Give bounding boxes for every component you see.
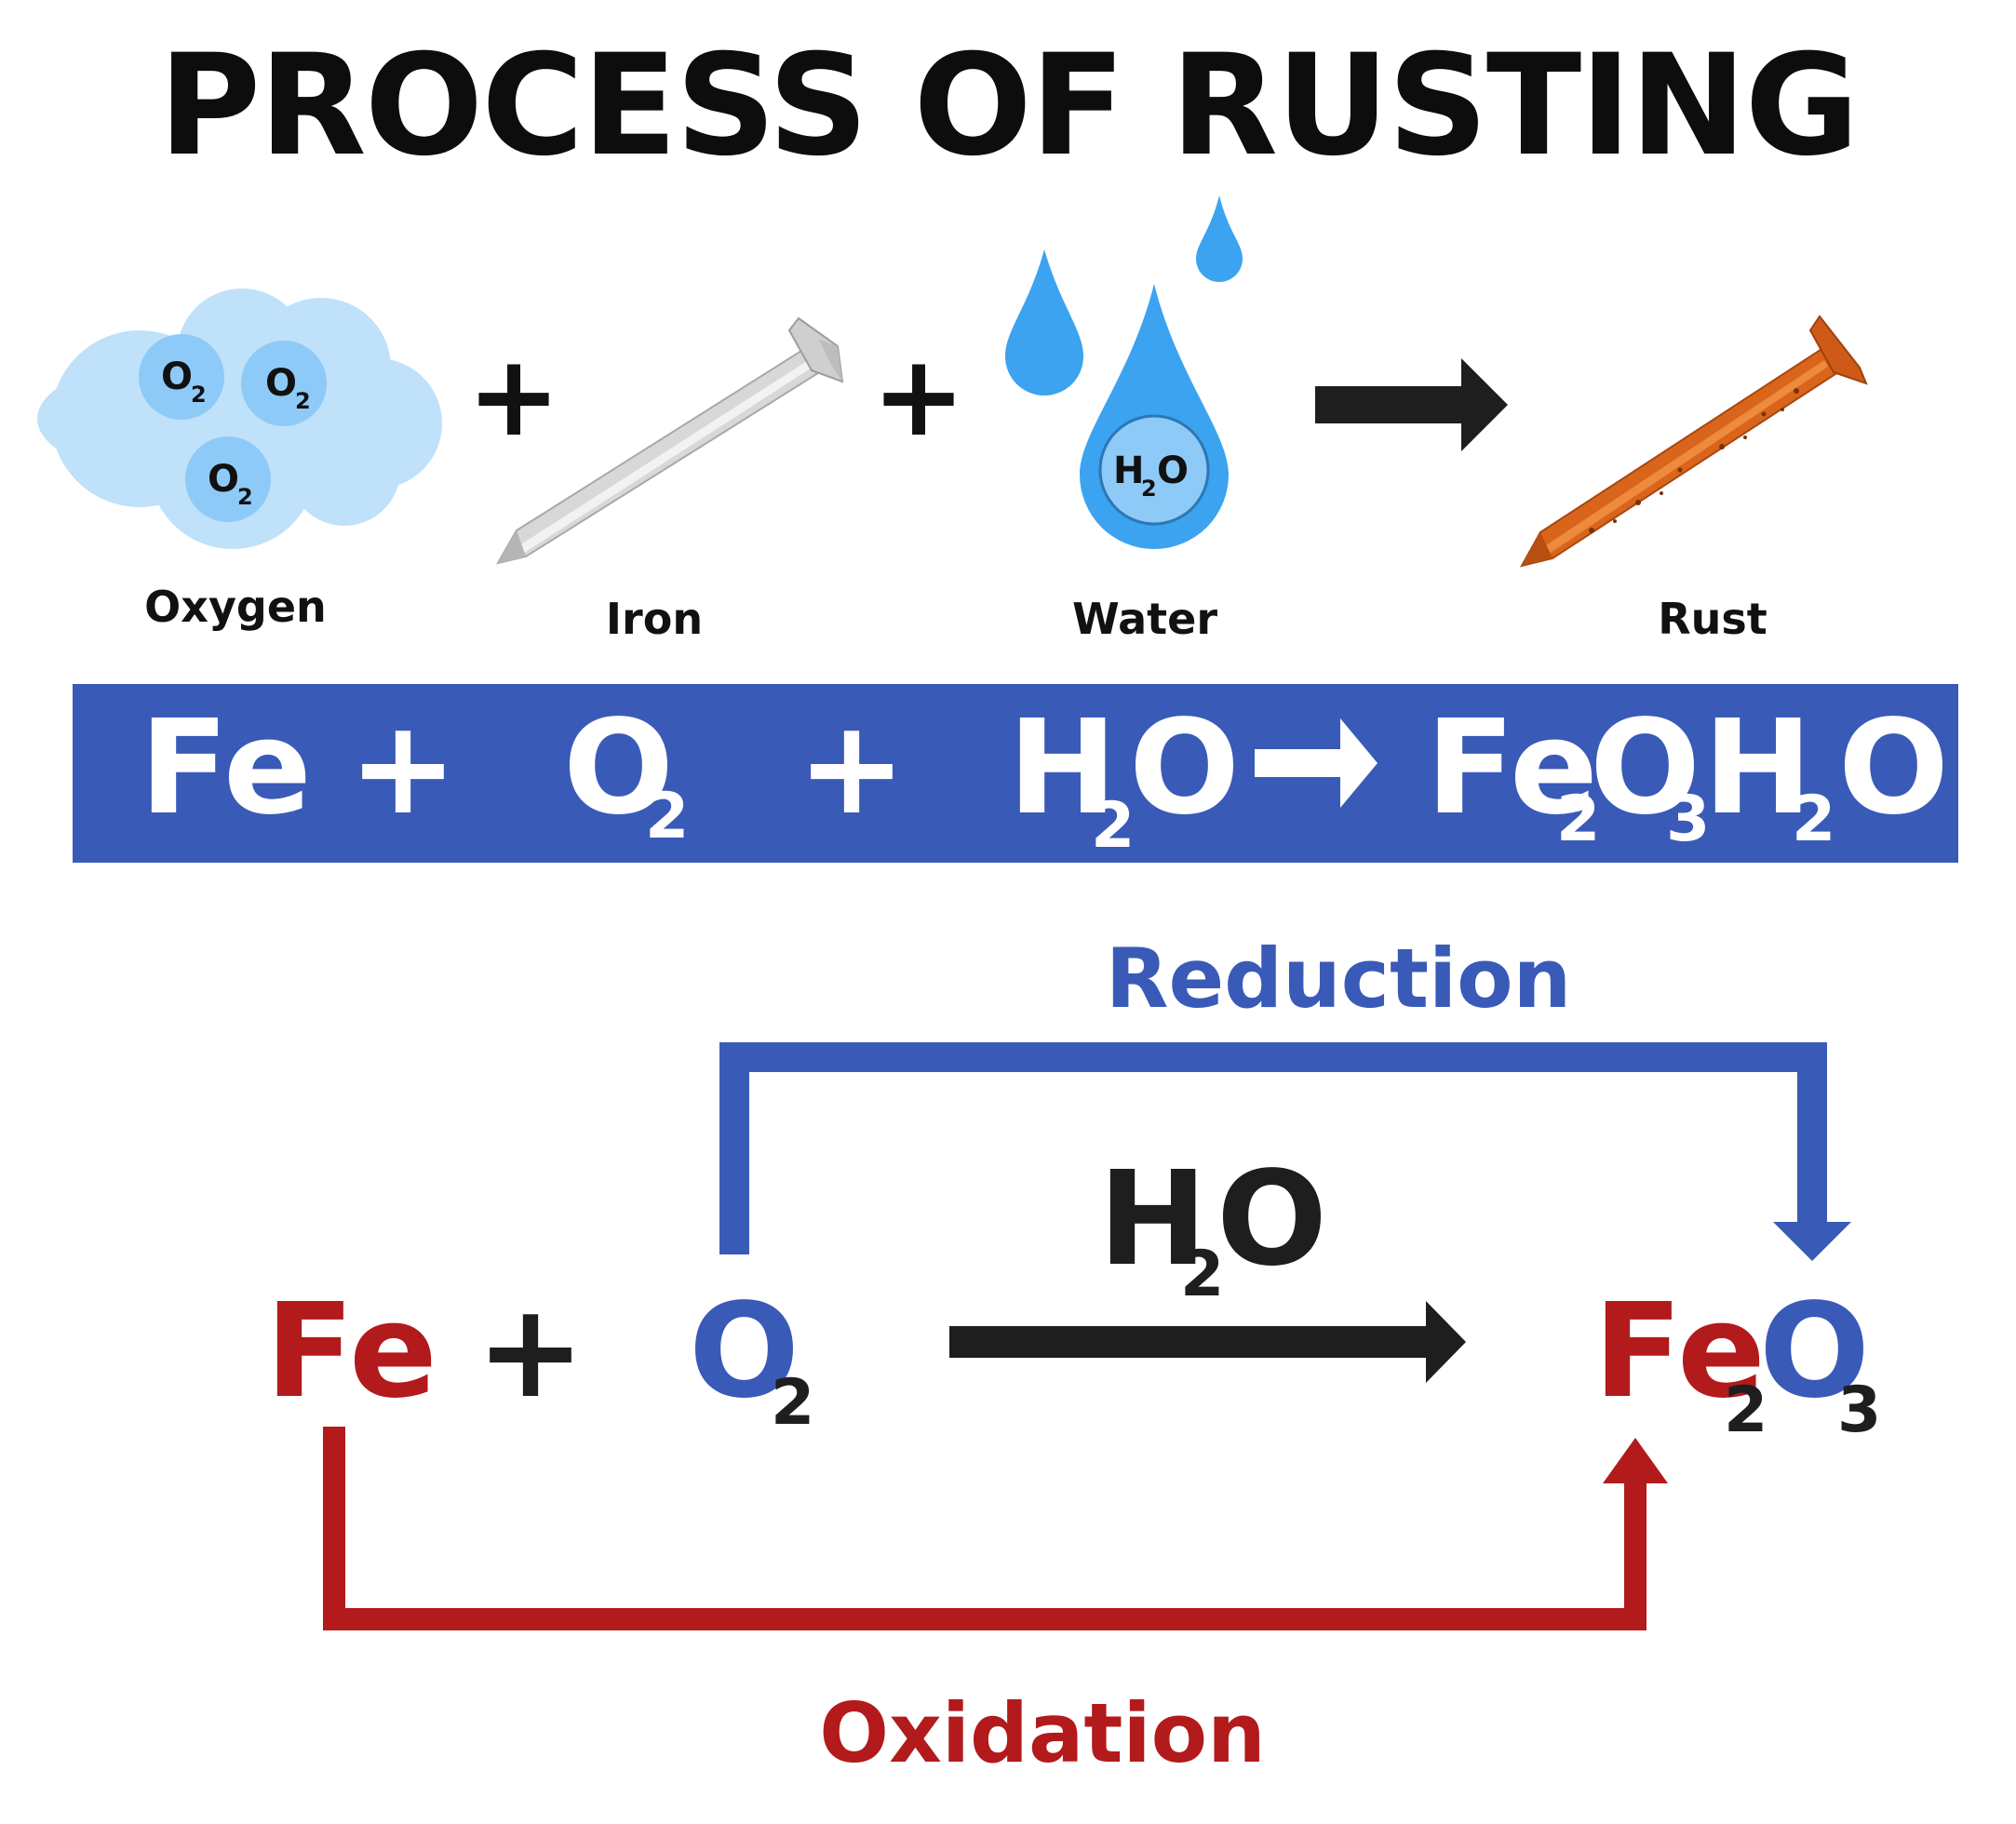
reaction-arrow-icon xyxy=(1315,358,1508,451)
svg-text:O: O xyxy=(1216,1144,1327,1295)
main-reaction-arrow-icon xyxy=(949,1301,1466,1383)
svg-text:2: 2 xyxy=(1180,1238,1224,1311)
equation-bar xyxy=(73,684,1958,863)
oxidation-arrow-icon xyxy=(323,1427,1668,1630)
equation-arrow-icon xyxy=(1255,718,1378,808)
svg-text:O: O xyxy=(1129,692,1240,844)
svg-text:O: O xyxy=(689,1276,800,1428)
water-label: Water xyxy=(1072,594,1217,644)
reduction-label: Reduction xyxy=(1106,931,1572,1026)
redox-o2: O 2 xyxy=(689,1276,814,1440)
equation-fe: Fe xyxy=(140,692,312,844)
svg-text:O: O xyxy=(265,362,297,405)
redox-plus: + xyxy=(476,1276,585,1428)
svg-text:H: H xyxy=(1113,449,1144,492)
svg-text:O: O xyxy=(208,458,239,501)
oxygen-molecule-1: O 2 xyxy=(161,355,207,408)
equation-plus-2: + xyxy=(797,692,906,844)
water-drops-icon: H 2 O xyxy=(1005,195,1243,549)
rust-nail-icon xyxy=(1520,315,1868,568)
svg-text:2: 2 xyxy=(237,484,253,510)
svg-text:O: O xyxy=(1759,1276,1870,1428)
oxygen-cloud-icon: O 2 O 2 O 2 xyxy=(37,288,442,549)
svg-text:H: H xyxy=(1008,692,1117,844)
svg-text:O: O xyxy=(1838,692,1949,844)
page-title: PROCESS OF RUSTING xyxy=(158,25,1857,187)
svg-text:2: 2 xyxy=(1724,1374,1767,1447)
reduction-arrow-icon xyxy=(719,1042,1851,1261)
equation-plus-1: + xyxy=(348,692,457,844)
svg-text:H: H xyxy=(1703,692,1812,844)
svg-text:3: 3 xyxy=(1666,783,1710,856)
redox-product-fe2o3: Fe 2 O 3 xyxy=(1593,1276,1881,1447)
oxygen-label: Oxygen xyxy=(144,582,327,632)
svg-text:O: O xyxy=(161,355,193,398)
oxygen-molecule-3: O 2 xyxy=(208,458,253,510)
iron-label: Iron xyxy=(606,594,703,644)
water-molecule: H 2 O xyxy=(1113,449,1189,502)
svg-text:O: O xyxy=(563,692,674,844)
svg-text:Fe: Fe xyxy=(1426,692,1598,844)
catalyst-h2o: H 2 O xyxy=(1098,1144,1327,1311)
svg-text:2: 2 xyxy=(1141,476,1157,502)
svg-text:2: 2 xyxy=(1792,783,1835,856)
iron-nail-icon xyxy=(495,316,844,565)
redox-fe: Fe xyxy=(265,1276,437,1428)
svg-text:O: O xyxy=(1157,449,1189,492)
svg-text:2: 2 xyxy=(645,780,689,853)
equation-o2: O 2 xyxy=(563,692,689,853)
svg-text:Fe: Fe xyxy=(1593,1276,1766,1428)
oxidation-label: Oxidation xyxy=(819,1685,1265,1781)
plus-sign-2: + xyxy=(872,332,966,462)
svg-text:2: 2 xyxy=(191,382,207,408)
svg-text:2: 2 xyxy=(1091,789,1135,863)
svg-text:2: 2 xyxy=(1556,783,1600,856)
plus-sign-1: + xyxy=(467,332,561,462)
equation-product: Fe 2 O 3 H 2 O xyxy=(1426,692,1949,856)
svg-text:H: H xyxy=(1098,1144,1207,1295)
svg-text:2: 2 xyxy=(295,388,311,414)
svg-text:3: 3 xyxy=(1837,1374,1881,1447)
svg-text:O: O xyxy=(1590,692,1700,844)
rust-label: Rust xyxy=(1658,594,1767,644)
equation-h2o: H 2 O xyxy=(1008,692,1240,863)
oxygen-molecule-2: O 2 xyxy=(265,362,311,414)
svg-text:2: 2 xyxy=(771,1366,814,1440)
